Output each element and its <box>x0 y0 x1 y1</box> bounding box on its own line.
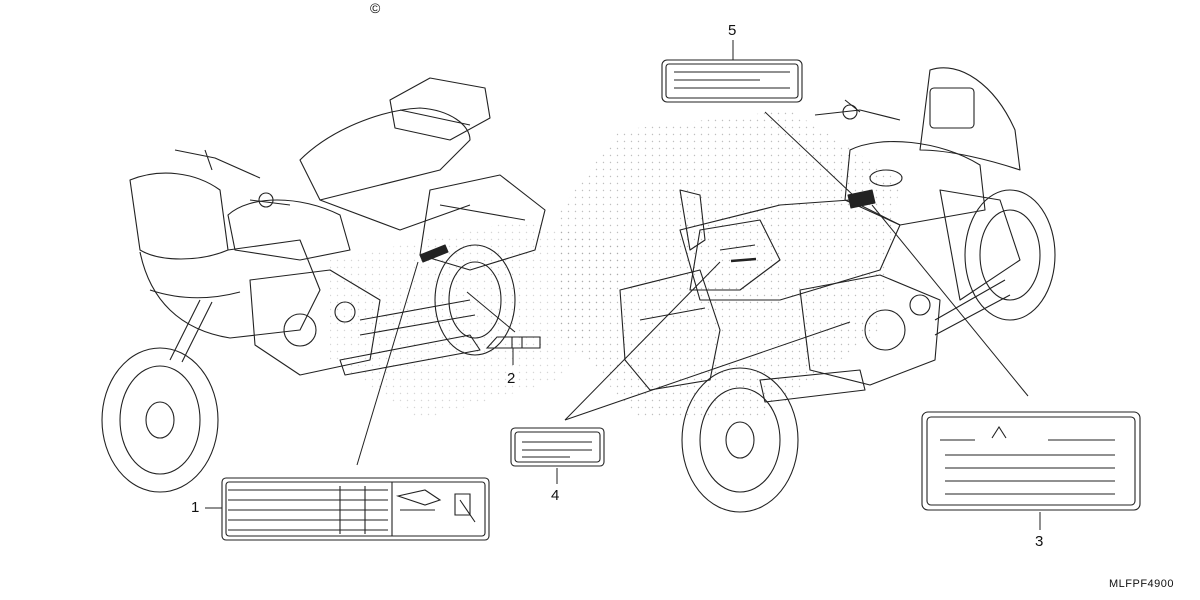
motorcycle-left-illustration <box>101 77 546 493</box>
leader-lines <box>205 40 1041 530</box>
label-1-shape <box>221 477 490 541</box>
callout-2: 2 <box>507 370 516 387</box>
label-4-shape <box>510 427 605 467</box>
diagram-code: MLFPF4900 <box>1109 578 1175 590</box>
stipple-background <box>330 110 900 420</box>
callout-5: 5 <box>728 22 737 39</box>
callout-4: 4 <box>551 487 560 504</box>
label-5-shape <box>661 59 803 103</box>
copyright-mark: © <box>370 0 381 16</box>
label-2-shape <box>485 336 541 349</box>
callout-3: 3 <box>1035 533 1044 550</box>
callout-1: 1 <box>191 499 200 516</box>
label-3-shape <box>921 411 1141 511</box>
motorcycle-right-illustration <box>619 67 1056 513</box>
